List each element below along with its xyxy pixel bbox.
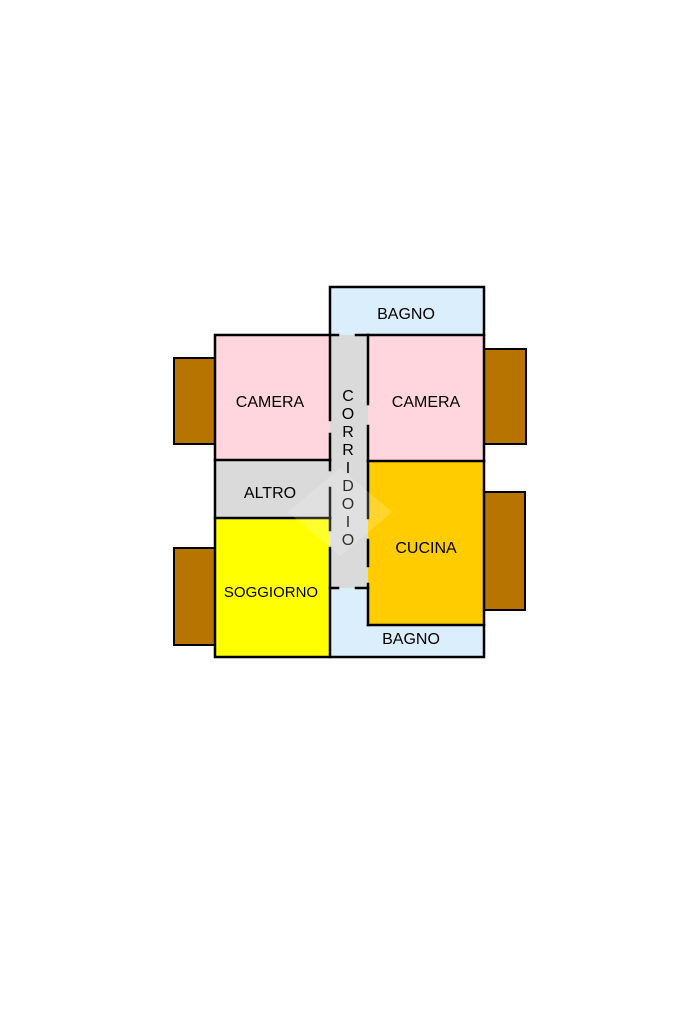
corridoio-letter: R	[342, 424, 354, 441]
label-camera-right: CAMERA	[392, 394, 461, 411]
label-altro: ALTRO	[244, 485, 296, 502]
label-cucina: CUCINA	[395, 540, 457, 557]
room-camera-right	[368, 335, 484, 461]
room-bagno-top	[330, 287, 484, 335]
room-camera-left	[215, 335, 330, 460]
room-altro	[215, 460, 330, 518]
corridoio-letter: O	[342, 406, 354, 423]
balcony-right-bottom	[483, 491, 526, 611]
balcony-left-bottom	[173, 547, 216, 646]
label-camera-left: CAMERA	[236, 394, 305, 411]
balcony-right-top	[483, 348, 527, 445]
corridoio-letter: D	[342, 478, 354, 495]
room-soggiorno	[215, 518, 330, 657]
label-soggiorno: SOGGIORNO	[224, 584, 318, 601]
label-bagno-top: BAGNO	[377, 306, 435, 323]
watermark-icon	[288, 468, 392, 556]
corridoio-letter: I	[346, 460, 350, 477]
corridoio-letter: O	[342, 496, 354, 513]
room-bagno-bottom	[330, 588, 484, 657]
corridoio-letter: I	[346, 514, 350, 531]
room-cucina	[368, 461, 484, 625]
corridoio-letter: O	[342, 532, 354, 549]
room-corridoio	[330, 335, 368, 588]
corridoio-letter: C	[342, 388, 354, 405]
label-bagno-bottom: BAGNO	[382, 631, 440, 648]
balcony-left-top	[173, 357, 216, 445]
walls	[213, 285, 486, 659]
label-corridoio: C O R R I D O I O	[342, 388, 354, 549]
corridoio-letter: R	[342, 442, 354, 459]
